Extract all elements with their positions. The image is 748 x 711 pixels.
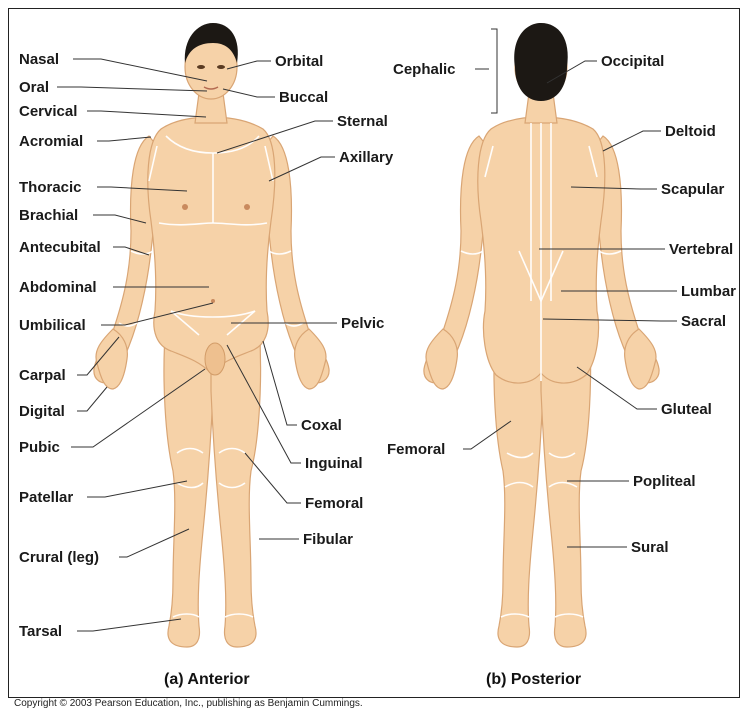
label-nasal: Nasal xyxy=(19,51,59,68)
label-pelvic: Pelvic xyxy=(341,315,384,332)
label-carpal: Carpal xyxy=(19,367,66,384)
anterior-right-eye xyxy=(197,65,205,69)
label-femoral-posterior: Femoral xyxy=(387,441,445,458)
label-popliteal: Popliteal xyxy=(633,473,696,490)
label-brachial: Brachial xyxy=(19,207,78,224)
label-cervical: Cervical xyxy=(19,103,77,120)
posterior-hair xyxy=(514,23,567,101)
label-cephalic: Cephalic xyxy=(393,61,456,78)
anterior-figure xyxy=(94,23,329,647)
label-abdominal: Abdominal xyxy=(19,279,97,296)
label-femoral-anterior: Femoral xyxy=(305,495,363,512)
label-crural: Crural (leg) xyxy=(19,549,99,566)
anterior-left-nipple xyxy=(244,204,250,210)
label-antecubital: Antecubital xyxy=(19,239,101,256)
label-digital: Digital xyxy=(19,403,65,420)
anterior-right-nipple xyxy=(182,204,188,210)
figure-frame: Nasal Oral Cervical Acromial Thoracic Br… xyxy=(8,8,740,698)
label-orbital: Orbital xyxy=(275,53,323,70)
label-occipital: Occipital xyxy=(601,53,664,70)
label-acromial: Acromial xyxy=(19,133,83,150)
copyright-notice: Copyright © 2003 Pearson Education, Inc.… xyxy=(14,698,363,709)
body-regions-figure: Nasal Oral Cervical Acromial Thoracic Br… xyxy=(9,9,739,697)
label-patellar: Patellar xyxy=(19,489,73,506)
label-sternal: Sternal xyxy=(337,113,388,130)
anterior-torso xyxy=(148,117,275,373)
label-deltoid: Deltoid xyxy=(665,123,716,140)
posterior-figure xyxy=(424,23,659,647)
anterior-left-eye xyxy=(217,65,225,69)
label-fibular: Fibular xyxy=(303,531,353,548)
label-inguinal: Inguinal xyxy=(305,455,363,472)
label-thoracic: Thoracic xyxy=(19,179,82,196)
captions: (a) Anterior (b) Posterior xyxy=(164,671,581,688)
label-axillary: Axillary xyxy=(339,149,394,166)
label-umbilical: Umbilical xyxy=(19,317,86,334)
label-lumbar: Lumbar xyxy=(681,283,736,300)
label-tarsal: Tarsal xyxy=(19,623,62,640)
label-buccal: Buccal xyxy=(279,89,328,106)
label-sural: Sural xyxy=(631,539,669,556)
label-coxal: Coxal xyxy=(301,417,342,434)
label-oral: Oral xyxy=(19,79,49,96)
caption-posterior: (b) Posterior xyxy=(486,671,581,688)
anterior-navel xyxy=(211,299,215,303)
label-sacral: Sacral xyxy=(681,313,726,330)
caption-anterior: (a) Anterior xyxy=(164,671,250,688)
label-vertebral: Vertebral xyxy=(669,241,733,258)
label-scapular: Scapular xyxy=(661,181,725,198)
label-pubic: Pubic xyxy=(19,439,60,456)
label-gluteal: Gluteal xyxy=(661,401,712,418)
anterior-genitals xyxy=(205,343,225,375)
